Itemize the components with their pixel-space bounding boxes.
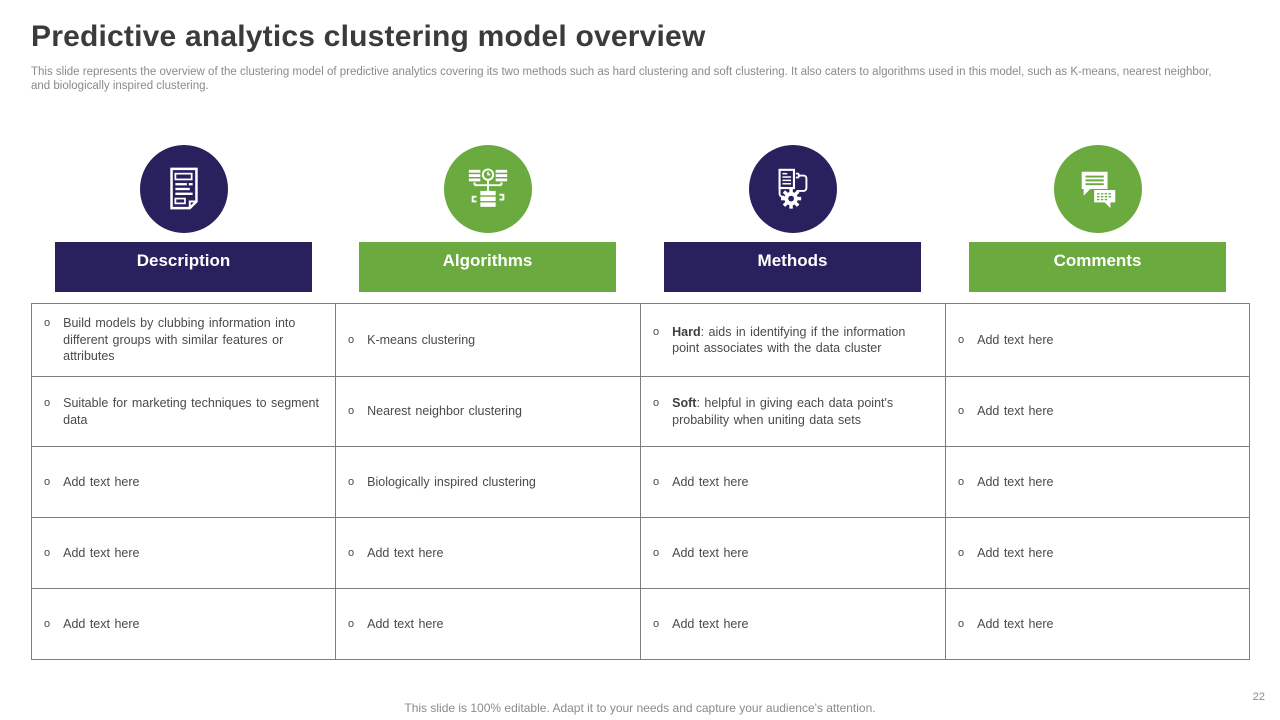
description-banner: Description: [55, 242, 312, 292]
comments-circle: [1053, 145, 1142, 233]
bullet-marker: o: [44, 546, 51, 559]
table-cell: o Add text here: [32, 518, 336, 589]
table-cell: o Soft: helpful in giving each data point…: [641, 377, 946, 447]
bullet-marker: o: [958, 475, 965, 488]
table-cell-text: Add text here: [63, 474, 140, 489]
table-cell: o Suitable for marketing techniques to se…: [32, 377, 336, 447]
table-cell: o Build models by clubbing information in…: [32, 304, 336, 377]
table-cell-text: Hard: aids in identifying if the informa…: [672, 324, 906, 356]
slide-subtitle: This slide represents the overview of th…: [31, 66, 1212, 92]
table-cell-text: Add text here: [367, 545, 444, 560]
bullet-marker: o: [653, 397, 660, 409]
table-cell: o Add text here: [336, 589, 641, 659]
table-cell-text: Add text here: [63, 545, 140, 560]
banner-wave-shape: [55, 278, 312, 290]
table-cell-text: Biologically inspired clustering: [367, 474, 536, 489]
table-cell-text: Add text here: [977, 545, 1054, 560]
bullet-marker: o: [348, 617, 355, 630]
table-cell: o K-means clustering: [336, 304, 641, 377]
content-table: o Build models by clubbing information in…: [31, 303, 1250, 660]
bullet-marker: o: [44, 317, 51, 330]
bullet-marker: o: [653, 546, 660, 559]
banner-label: Methods: [757, 250, 828, 270]
bullet-marker: o: [348, 405, 355, 418]
table-cell: o Add text here: [946, 447, 1249, 518]
banner-label: Algorithms: [442, 250, 533, 270]
bullet-marker: o: [958, 333, 965, 346]
bullet-marker: o: [44, 475, 51, 488]
bullet-marker: o: [348, 475, 355, 488]
banner-wave-shape: [969, 278, 1226, 290]
table-cell: o Add text here: [32, 589, 336, 659]
table-cell: o Hard: aids in identifying if the inform…: [641, 304, 946, 377]
footer-note: This slide is 100% editable. Adapt it to…: [404, 701, 876, 715]
banner-wave-shape: [359, 278, 616, 290]
table-cell-text: Add text here: [63, 616, 140, 631]
table-cell-text: Add text here: [977, 474, 1054, 489]
bullet-marker: o: [958, 617, 965, 630]
table-cell-text: Add text here: [977, 404, 1054, 419]
bullet-marker: o: [958, 405, 965, 418]
methods-circle: [748, 145, 837, 233]
table-cell: o Add text here: [946, 589, 1249, 659]
table-cell: o Add text here: [946, 377, 1249, 447]
methods-banner: Methods: [664, 242, 921, 292]
document-gear-icon: [770, 166, 816, 212]
table-cell-text: Add text here: [672, 474, 749, 489]
banner-label: Comments: [1053, 250, 1142, 270]
page-title: Predictive analytics clustering model ov…: [31, 20, 706, 53]
table-cell-text: Add text here: [672, 616, 749, 631]
table-cell-text: Suitable for marketing techniques to seg…: [63, 396, 319, 427]
column-comments: Comments: [945, 145, 1250, 292]
bullet-marker: o: [653, 325, 660, 338]
table-cell: o Add text here: [641, 518, 946, 589]
table-cell: o Add text here: [946, 304, 1249, 377]
bullet-marker: o: [958, 546, 965, 559]
document-icon: [161, 166, 207, 212]
bullet-marker: o: [44, 617, 51, 630]
bullet-marker: o: [653, 617, 660, 630]
column-description: Description: [31, 145, 336, 292]
comments-banner: Comments: [969, 242, 1226, 292]
chat-bubbles-icon: [1075, 166, 1121, 212]
table-cell: o Nearest neighbor clustering: [336, 377, 641, 447]
page-number: 22: [1252, 691, 1265, 703]
network-diagram-icon: [465, 166, 511, 212]
table-cell: o Biologically inspired clustering: [336, 447, 641, 518]
table-cell: o Add text here: [946, 518, 1249, 589]
algorithms-circle: [443, 145, 532, 233]
banner-wave-shape: [664, 278, 921, 290]
table-cell: o Add text here: [641, 447, 946, 518]
bullet-marker: o: [348, 333, 355, 346]
table-cell-text: Add text here: [367, 616, 444, 631]
table-cell: o Add text here: [32, 447, 336, 518]
table-cell: o Add text here: [336, 518, 641, 589]
table-cell-text: Add text here: [672, 545, 749, 560]
column-algorithms: Algorithms: [335, 145, 640, 292]
table-cell-text: Nearest neighbor clustering: [367, 404, 522, 419]
table-cell-text: Add text here: [977, 332, 1054, 347]
table-cell-text: K-means clustering: [367, 332, 476, 347]
table-cell-text: Add text here: [977, 616, 1054, 631]
algorithms-banner: Algorithms: [359, 242, 616, 292]
table-cell-text: Build models by clubbing information int…: [63, 316, 296, 364]
table-cell-text: Soft: helpful in giving each data point'…: [672, 396, 894, 427]
description-circle: [139, 145, 228, 233]
bullet-marker: o: [44, 397, 51, 409]
banner-label: Description: [136, 250, 231, 270]
bullet-marker: o: [348, 546, 355, 559]
bullet-marker: o: [653, 475, 660, 488]
table-cell: o Add text here: [641, 589, 946, 659]
column-methods: Methods: [640, 145, 945, 292]
